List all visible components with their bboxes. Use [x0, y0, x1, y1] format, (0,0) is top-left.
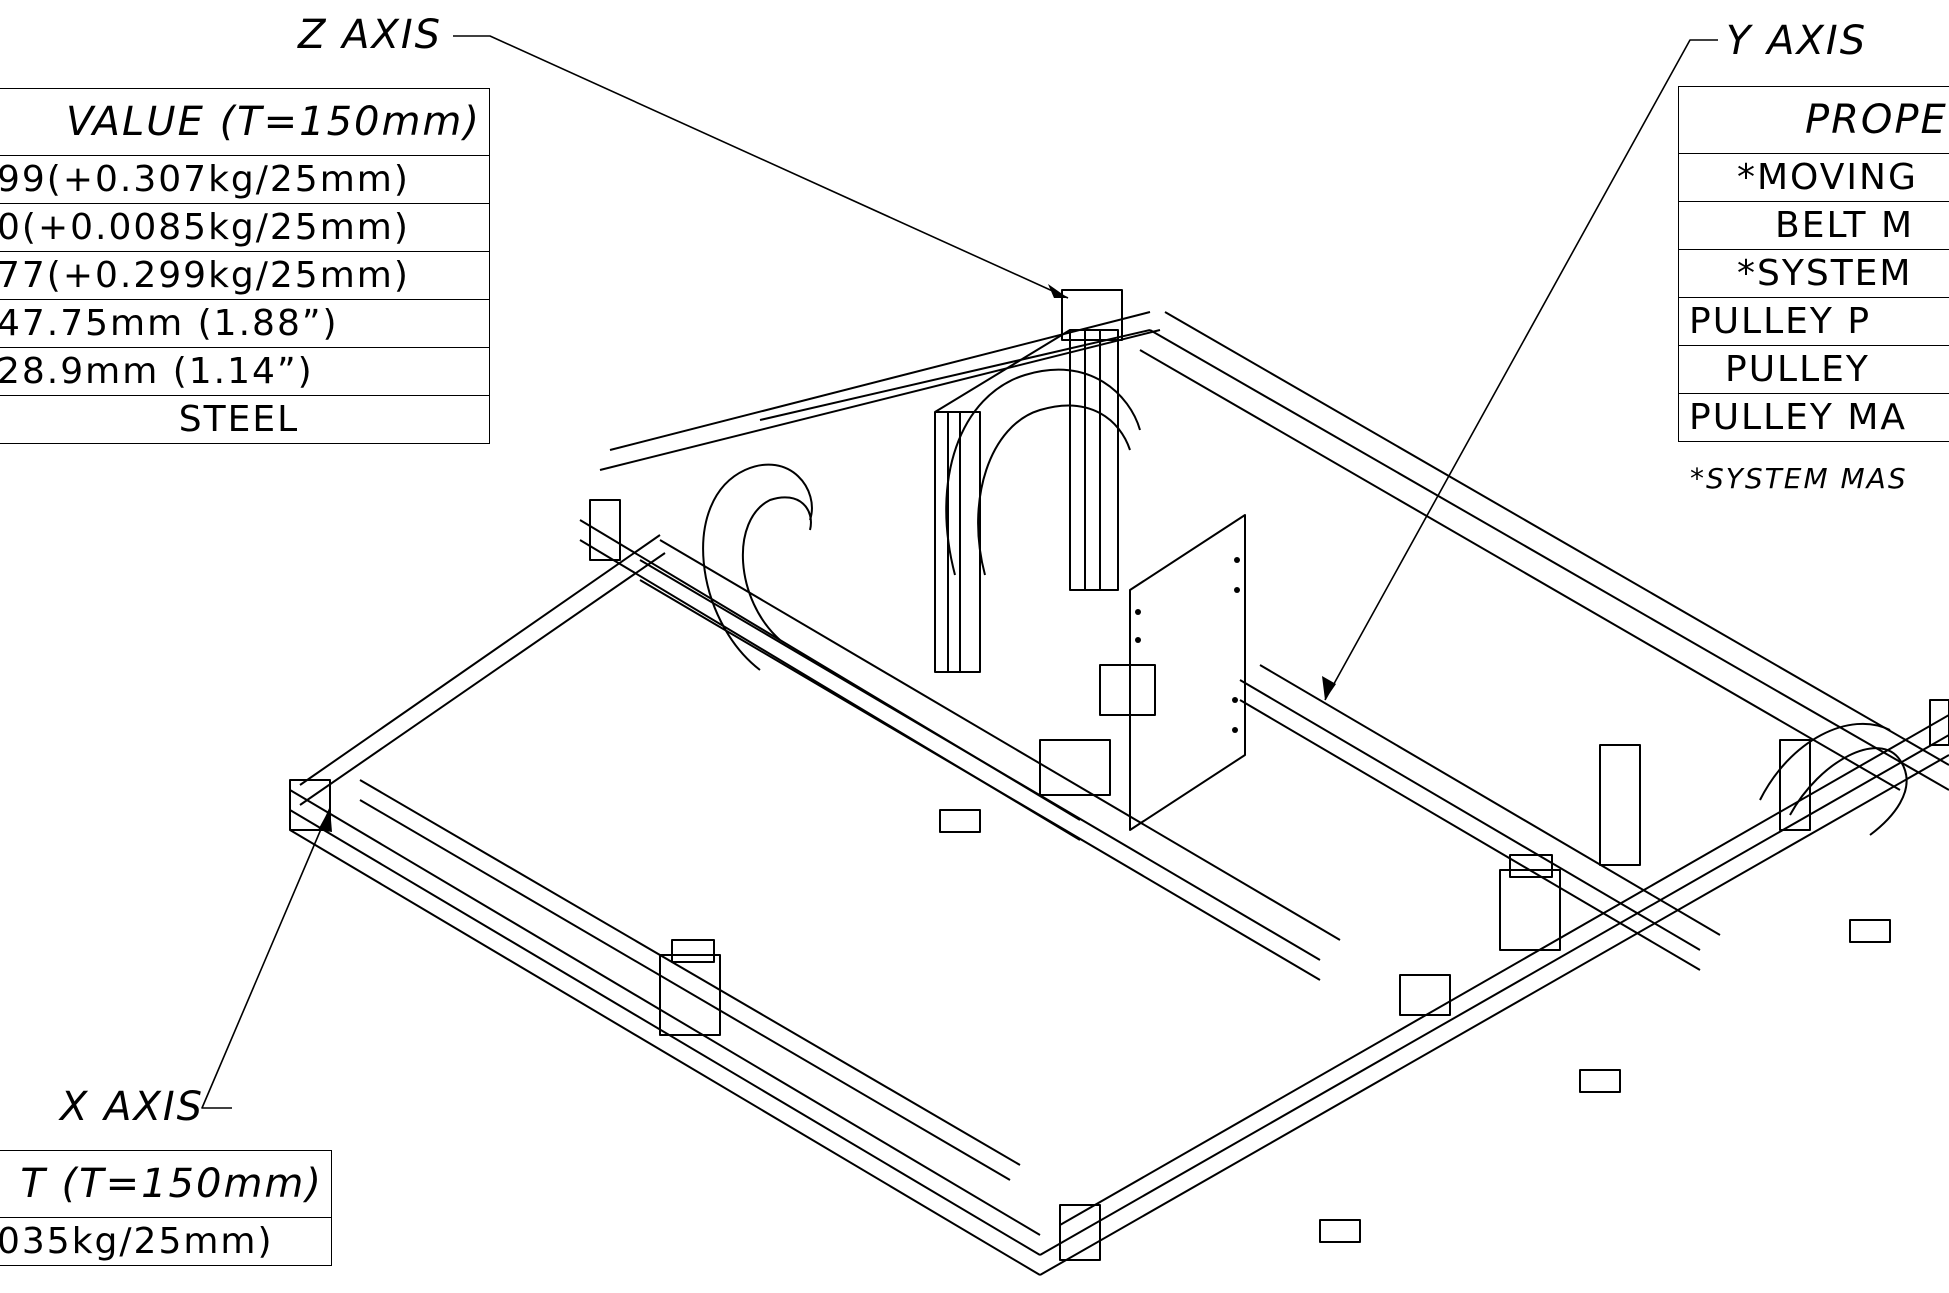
z-table-cell: 47.75mm (1.88”) [0, 299, 490, 348]
z-table-cell: 28.9mm (1.14”) [0, 347, 490, 396]
y-table-header: PROPE [1678, 86, 1949, 154]
z-axis-label: Z AXIS [297, 12, 442, 58]
y-table-footnote: *SYSTEM MAS [1690, 462, 1908, 495]
leader-lines [201, 35, 1718, 1109]
frame-feet [939, 809, 1891, 1243]
y-table-cell: PULLEY P [1678, 297, 1949, 346]
y-table-cell: *MOVING [1678, 153, 1949, 202]
y-axis-label: Y AXIS [1726, 18, 1867, 64]
z-axis-property-table: VALUE (T=150mm) 99(+0.307kg/25mm) 0(+0.0… [0, 88, 490, 444]
y-table-cell: *SYSTEM [1678, 249, 1949, 298]
y-table-cell: PULLEY MA [1678, 393, 1949, 442]
frame-rails [289, 311, 1949, 1276]
z-table-cell: 0(+0.0085kg/25mm) [0, 203, 490, 252]
motors-and-brackets [289, 499, 1949, 1261]
y-table-cell: PULLEY [1678, 345, 1949, 394]
x-table-cell: 035kg/25mm) [0, 1217, 332, 1266]
x-axis-property-table: T (T=150mm) 035kg/25mm) [0, 1150, 332, 1266]
z-axis-column [934, 289, 1123, 673]
gantry-plate [1129, 514, 1246, 831]
y-axis-property-table: PROPE *MOVING BELT M *SYSTEM PULLEY P PU… [1678, 86, 1949, 442]
z-table-header: VALUE (T=150mm) [0, 88, 490, 156]
z-table-cell: STEEL [0, 395, 490, 444]
y-table-cell: BELT M [1678, 201, 1949, 250]
x-table-header: T (T=150mm) [0, 1150, 332, 1218]
z-table-cell: 99(+0.307kg/25mm) [0, 155, 490, 204]
x-axis-label: X AXIS [58, 1084, 204, 1130]
cable-chains [702, 368, 1908, 836]
z-table-cell: 77(+0.299kg/25mm) [0, 251, 490, 300]
